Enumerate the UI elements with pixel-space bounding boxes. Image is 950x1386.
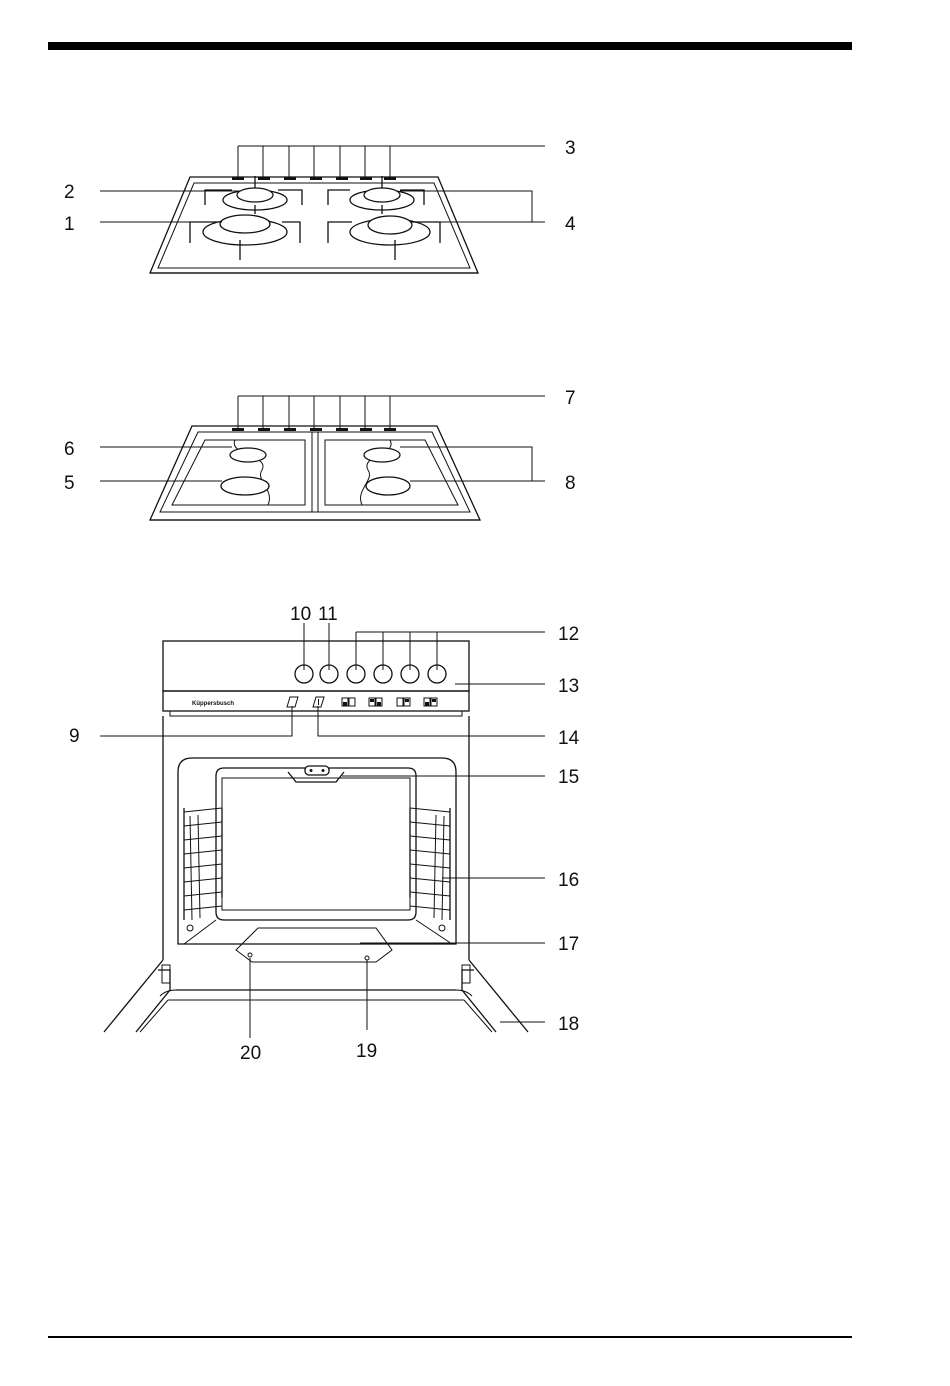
callout-8: 8: [565, 473, 576, 494]
top-rule: [48, 42, 852, 50]
hob1-burner-rear-left: [223, 176, 287, 214]
hob1-leaders: [100, 146, 545, 222]
hob2-burner-front-left: [221, 477, 269, 495]
hob2-leaders: [100, 396, 545, 481]
oven-cavity: [178, 758, 456, 962]
knob-1: [295, 665, 313, 683]
callout-17: 17: [558, 934, 579, 955]
hob2-burner-front-right: [366, 477, 410, 495]
callout-7: 7: [565, 388, 576, 409]
callout-19: 19: [356, 1041, 377, 1062]
callout-1: 1: [64, 214, 75, 235]
callout-11: 11: [318, 604, 338, 625]
callout-16: 16: [558, 870, 579, 891]
callout-4: 4: [565, 214, 576, 235]
bottom-rule: [48, 1336, 852, 1338]
hob2-knob-marks: [232, 428, 396, 431]
control-panel: [163, 641, 469, 691]
callout-3: 3: [565, 138, 576, 159]
callout-10: 10: [290, 604, 311, 625]
hob1-burner-front-right: [350, 216, 430, 260]
callout-18: 18: [558, 1014, 579, 1035]
callout-6: 6: [64, 439, 75, 460]
callout-2: 2: [64, 182, 75, 203]
knob-5: [401, 665, 419, 683]
sensor-20: [248, 953, 252, 957]
callout-13: 13: [558, 676, 579, 697]
callout-15: 15: [558, 767, 579, 788]
callout-9: 9: [69, 726, 80, 747]
hob2-burner-rear-right: [364, 448, 400, 462]
callout-20: 20: [240, 1043, 261, 1064]
hob2-burner-rear-left: [230, 448, 266, 462]
knob-6: [428, 665, 446, 683]
sensor-19: [365, 956, 369, 960]
knob-4: [374, 665, 392, 683]
control-knobs: [295, 665, 446, 683]
knob-2: [320, 665, 338, 683]
oven-leaders: [100, 623, 545, 1038]
callout-12: 12: [558, 624, 579, 645]
brand-label: Küppersbusch: [192, 701, 234, 707]
indicator-symbols: [287, 697, 437, 707]
callout-14: 14: [558, 728, 580, 749]
hob-grid-view: [150, 426, 480, 520]
oven-front-view: Küppersbusch: [104, 641, 528, 1032]
knob-3: [347, 665, 365, 683]
oven-door-open: [104, 960, 528, 1032]
callout-5: 5: [64, 473, 75, 494]
hob1-burner-rear-right: [350, 176, 414, 214]
